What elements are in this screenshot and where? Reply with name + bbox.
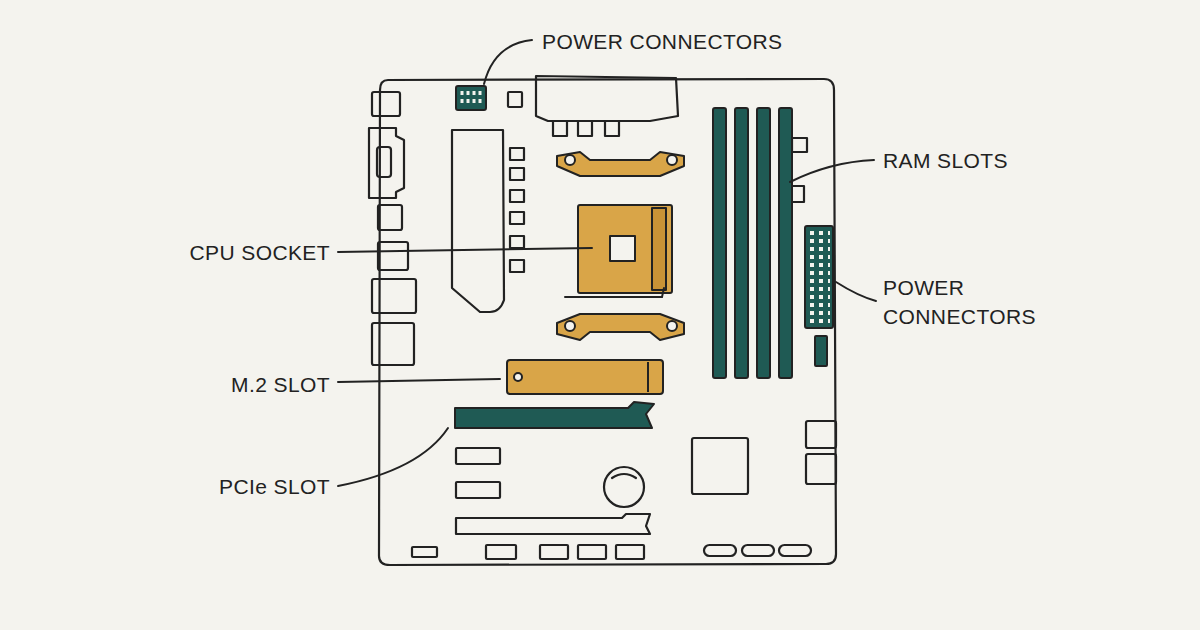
io-port (378, 205, 402, 230)
ram-slot (713, 108, 726, 378)
vrm-chip (510, 190, 524, 202)
cooler-bracket (557, 314, 684, 340)
small-chip (553, 121, 567, 136)
pcie-slot-2 (456, 514, 650, 534)
io-port (372, 92, 400, 116)
vrm-chip (510, 236, 524, 248)
cmos-battery (604, 467, 644, 507)
chipset (692, 438, 748, 494)
part-label: PCIe SLOT (219, 472, 330, 501)
header (616, 545, 644, 559)
vga-pins (377, 147, 391, 177)
leader-line (836, 282, 876, 301)
eps-connector (456, 86, 486, 110)
part-label: CPU SOCKET (189, 238, 330, 267)
socket-lever (565, 288, 664, 297)
header (456, 448, 500, 464)
small-connector (815, 336, 827, 366)
leader-line (338, 248, 592, 252)
header (456, 482, 500, 498)
m2-slot (507, 360, 663, 394)
battery-clip (612, 474, 636, 478)
header (704, 545, 736, 556)
small-chip (792, 138, 807, 152)
vrm-chip (510, 168, 524, 180)
leader-line (338, 379, 500, 382)
socket-lever-side (652, 208, 666, 290)
io-header (806, 421, 836, 448)
leader-line (790, 160, 874, 182)
header (779, 545, 811, 556)
header (412, 547, 437, 557)
part-label: POWER CONNECTORS (883, 273, 1058, 331)
part-label: POWER CONNECTORS (542, 27, 783, 56)
header (486, 545, 516, 559)
ram-slot (735, 108, 748, 378)
header (578, 545, 606, 559)
io-shroud (536, 76, 678, 121)
part-label: RAM SLOTS (883, 146, 1008, 175)
vrm-chip (510, 260, 524, 272)
io-port (372, 323, 414, 365)
eps-pins (459, 89, 483, 107)
board-outline (379, 79, 836, 565)
small-chip (578, 121, 592, 136)
header (742, 545, 774, 556)
atx-pins (808, 229, 830, 325)
vrm-chip (510, 148, 524, 160)
header (540, 545, 568, 559)
cpu-socket (578, 205, 672, 293)
small-chip (605, 121, 619, 136)
cpu-die (610, 236, 635, 261)
ram-slot (757, 108, 770, 378)
small-chip (508, 92, 522, 107)
vrm-heatsink (452, 130, 504, 312)
io-header (806, 454, 836, 484)
leader-line (338, 428, 448, 486)
io-port (378, 242, 408, 270)
io-port (372, 279, 416, 313)
leader-line (484, 40, 532, 84)
part-label: M.2 SLOT (231, 370, 330, 399)
atx-connector (805, 226, 833, 328)
cooler-bracket (557, 152, 684, 176)
vga-port (369, 128, 404, 198)
pcie-slot (455, 402, 654, 428)
vrm-chip (510, 212, 524, 224)
ram-slot (779, 108, 792, 378)
